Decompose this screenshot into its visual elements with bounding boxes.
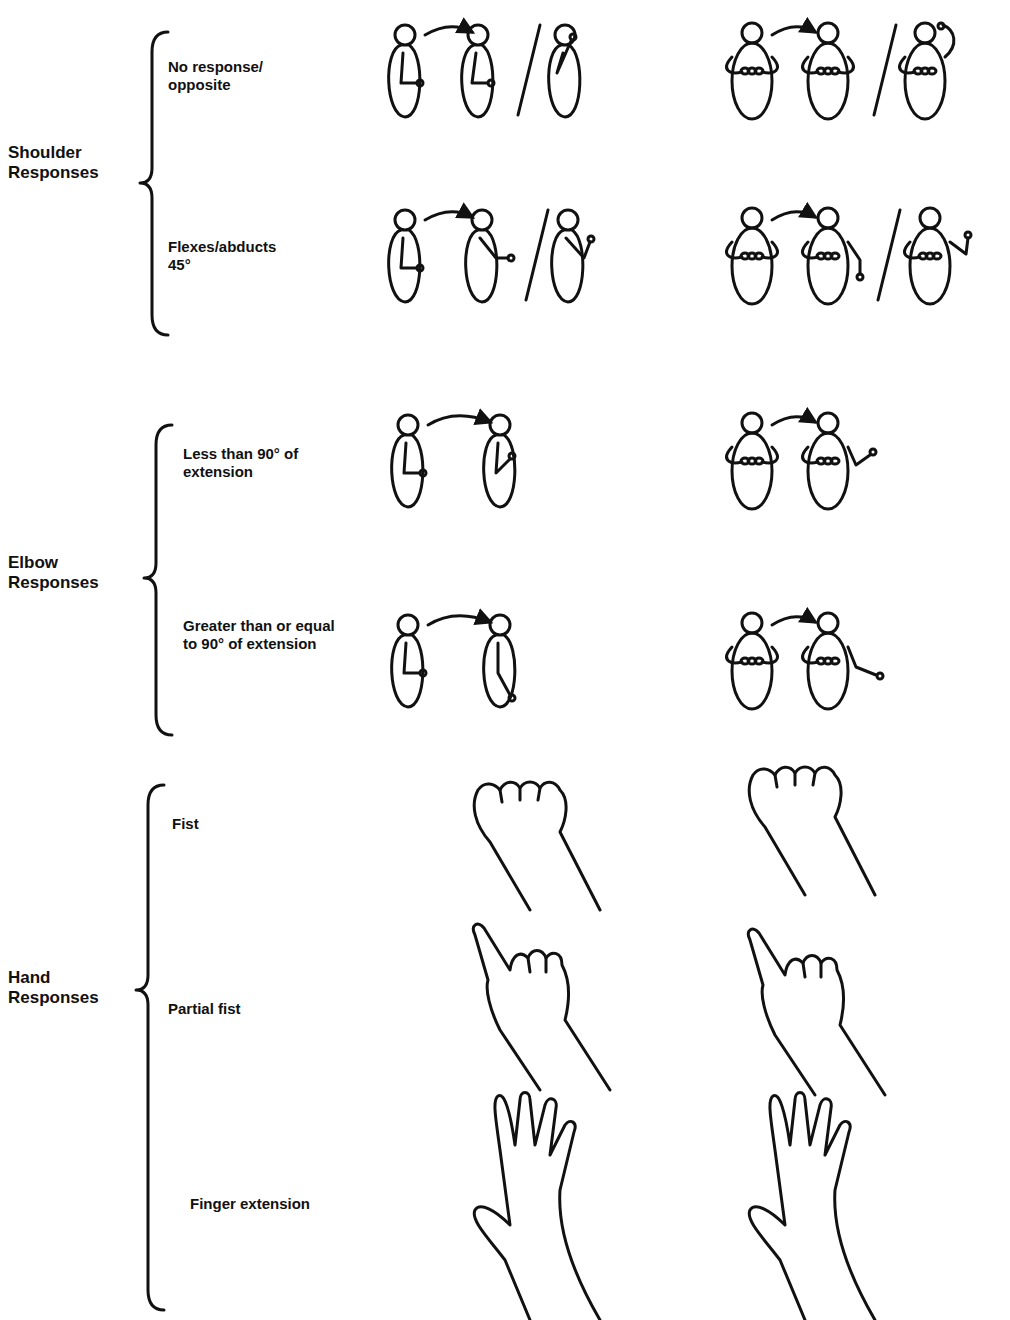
group-heading: Elbow Responses: [8, 553, 118, 594]
group-heading: Hand Responses: [8, 968, 118, 1009]
brace: [136, 32, 172, 1310]
figure-row: [389, 23, 954, 119]
hand-drawing: [473, 767, 885, 1320]
group-heading: Shoulder Responses: [8, 143, 118, 184]
category-label: Greater than or equal to 90° of extensio…: [183, 617, 348, 653]
category-label: Finger extension: [190, 1195, 360, 1213]
category-label: Flexes/abducts 45°: [168, 238, 293, 274]
category-label: Less than 90° of extension: [183, 445, 323, 481]
category-label: Partial fist: [168, 1000, 298, 1018]
figure-row: [392, 413, 876, 509]
figure-row: [392, 613, 883, 709]
category-label: No response/ opposite: [168, 58, 278, 94]
figure-row: [389, 208, 971, 304]
category-label: Fist: [172, 815, 292, 833]
